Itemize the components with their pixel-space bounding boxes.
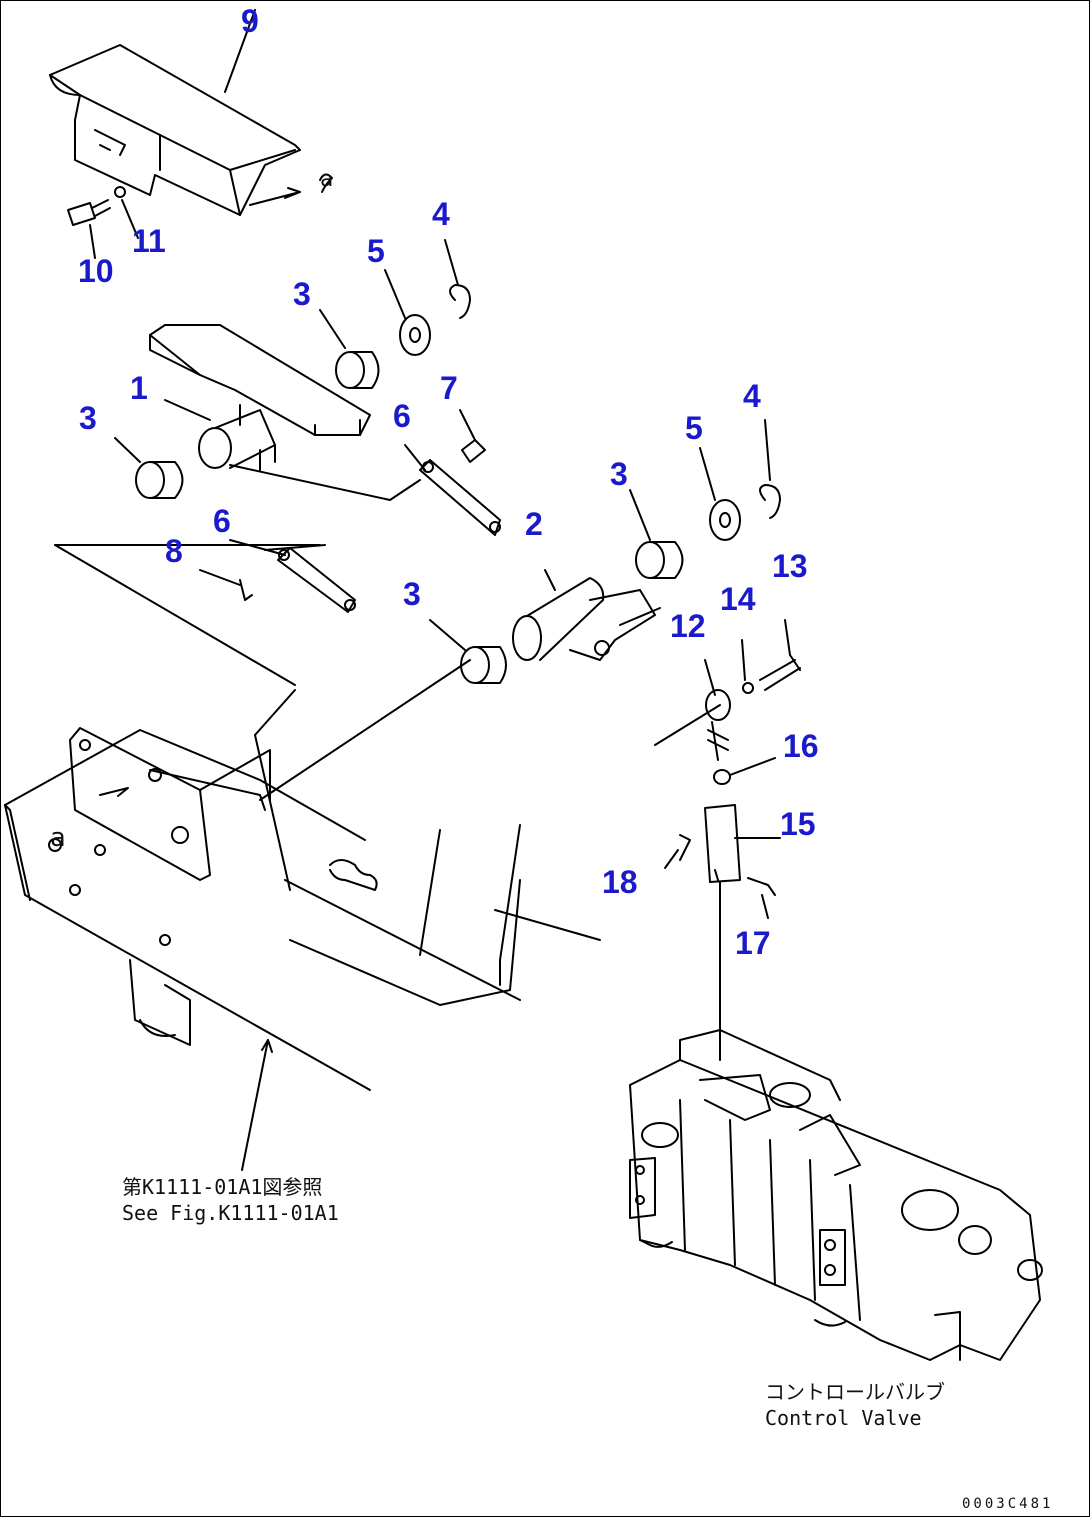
- see-fig-note-jp: 第K1111-01A1図参照: [122, 1175, 323, 1199]
- callout-14: 14: [720, 581, 756, 617]
- callout-12: 12: [670, 608, 706, 644]
- callout-13: 13: [772, 548, 808, 584]
- see-fig-leader: [241, 1039, 273, 1171]
- callout-9: 9: [241, 3, 259, 39]
- marker-a-left: a: [50, 823, 66, 853]
- callout-6: 6: [213, 503, 231, 539]
- cover-part-9: [49, 9, 333, 216]
- marker-a-top: a: [320, 167, 334, 192]
- pedal-part-1: [149, 324, 421, 501]
- callout-10: 10: [78, 253, 114, 289]
- callout-11: 11: [132, 223, 166, 259]
- callout-7: 7: [440, 370, 458, 406]
- callout-3: 3: [79, 400, 97, 436]
- callout-2: 2: [525, 506, 543, 542]
- see-fig-note-en: See Fig.K1111-01A1: [122, 1201, 339, 1225]
- shaft-part-2: [512, 569, 661, 661]
- callout-4: 4: [743, 378, 761, 414]
- callout-17: 17: [735, 925, 771, 961]
- callout-3: 3: [403, 576, 421, 612]
- bushings-part-3: [114, 309, 684, 684]
- callout-5: 5: [685, 410, 703, 446]
- callout-3: 3: [293, 276, 311, 312]
- drawing-code: 0003C481: [962, 1496, 1054, 1512]
- control-valve-drawing: [629, 1029, 1043, 1361]
- callout-6: 6: [393, 398, 411, 434]
- callout-5: 5: [367, 233, 385, 269]
- linkage-parts-12-18: [654, 619, 801, 1061]
- bolt-10-washer-11: [67, 186, 139, 259]
- snap-rings-part-4: [444, 239, 781, 519]
- washers-part-5: [384, 269, 741, 541]
- callout-15: 15: [780, 806, 816, 842]
- control-valve-label-jp: コントロールバルブ: [765, 1380, 945, 1404]
- callout-1: 1: [130, 370, 148, 406]
- callout-4: 4: [432, 196, 450, 232]
- callout-16: 16: [783, 728, 819, 764]
- callout-8: 8: [165, 533, 183, 569]
- control-valve-label-en: Control Valve: [765, 1406, 922, 1430]
- links-part-6: [229, 444, 501, 613]
- base-frame: [4, 544, 601, 1091]
- callout-18: 18: [602, 864, 638, 900]
- callout-3: 3: [610, 456, 628, 492]
- pins-part-7-8: [199, 409, 486, 601]
